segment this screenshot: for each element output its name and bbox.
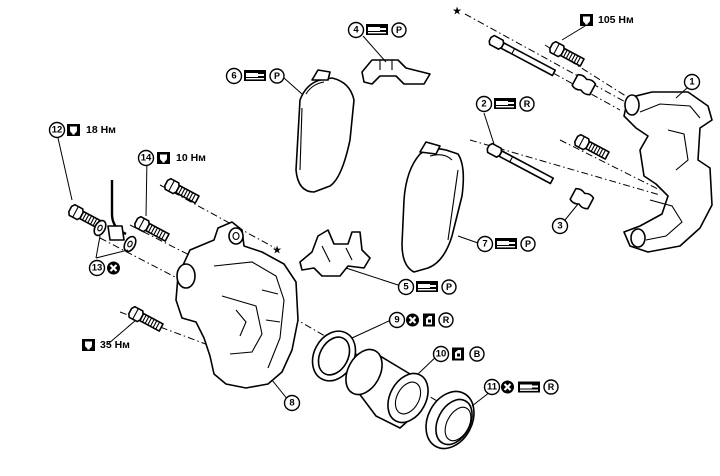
svg-text:105 Нм: 105 Нм bbox=[598, 14, 634, 26]
svg-text:11: 11 bbox=[487, 382, 498, 393]
callout-6: 6 P bbox=[225, 67, 285, 85]
svg-text:8: 8 bbox=[289, 398, 294, 409]
svg-text:18 Нм: 18 Нм bbox=[86, 124, 116, 136]
brake-hose bbox=[107, 180, 127, 241]
callout-1: 1 bbox=[683, 73, 701, 91]
callout-5: 5 P bbox=[397, 278, 457, 296]
bleeder-screw bbox=[132, 214, 171, 244]
brake-pad-outer bbox=[401, 141, 465, 273]
svg-text:R: R bbox=[524, 99, 531, 109]
svg-text:10: 10 bbox=[436, 349, 447, 360]
svg-text:7: 7 bbox=[482, 239, 487, 250]
svg-text:3: 3 bbox=[557, 221, 562, 232]
callout-12: 12 18 Нм bbox=[48, 121, 116, 139]
mounting-bolt-middle bbox=[572, 132, 611, 162]
brake-fluid-icon bbox=[452, 347, 464, 361]
svg-text:2: 2 bbox=[481, 99, 486, 110]
svg-text:P: P bbox=[274, 71, 280, 81]
callout-7: 7 P bbox=[476, 235, 536, 253]
caliper-support-bracket bbox=[623, 91, 713, 253]
star-marker: ★ bbox=[452, 5, 462, 18]
svg-text:1: 1 bbox=[689, 77, 695, 88]
svg-text:9: 9 bbox=[394, 315, 399, 326]
mounting-bolt-top bbox=[547, 39, 586, 69]
callout-4: 4 P bbox=[347, 21, 407, 39]
svg-text:10 Нм: 10 Нм bbox=[176, 152, 206, 164]
torque-wrench-icon bbox=[157, 152, 170, 164]
svg-text:4: 4 bbox=[353, 25, 359, 36]
caliper-bolt-upper bbox=[162, 176, 201, 206]
grease-icon bbox=[495, 238, 517, 249]
callout-13: 13 bbox=[88, 259, 122, 277]
svg-text:P: P bbox=[525, 239, 531, 249]
callout-8: 8 bbox=[283, 394, 301, 412]
piston-seal bbox=[311, 330, 357, 382]
svg-text:35 Нм: 35 Нм bbox=[100, 339, 130, 351]
torque-wrench-icon bbox=[580, 14, 593, 26]
grease-icon bbox=[244, 70, 266, 81]
callout-9: 9 R bbox=[388, 311, 454, 329]
svg-text:5: 5 bbox=[403, 282, 409, 293]
piston bbox=[345, 348, 429, 429]
callout-14: 14 10 Нм bbox=[137, 149, 206, 167]
brake-fluid-icon bbox=[423, 313, 435, 327]
svg-text:P: P bbox=[446, 282, 452, 292]
svg-text:6: 6 bbox=[231, 71, 236, 82]
pin-boot-upper bbox=[571, 73, 597, 96]
callout-11: 11 R bbox=[483, 378, 559, 396]
grease-icon bbox=[366, 24, 388, 35]
guide-pin-upper bbox=[488, 34, 557, 77]
pin-boot-lower bbox=[569, 187, 595, 210]
svg-text:13: 13 bbox=[92, 263, 103, 274]
svg-text:B: B bbox=[474, 349, 481, 359]
piston-boot bbox=[425, 390, 475, 450]
caliper-body bbox=[175, 221, 299, 389]
pad-retainer-upper bbox=[361, 59, 431, 85]
pad-retainer-lower bbox=[299, 229, 371, 277]
torque-label-35: 35 Нм bbox=[82, 339, 130, 351]
svg-text:14: 14 bbox=[141, 153, 152, 164]
svg-text:P: P bbox=[396, 25, 402, 35]
do-not-reuse-icon bbox=[404, 312, 421, 328]
callout-2: 2 R bbox=[475, 95, 535, 113]
caliper-bolt-lower bbox=[126, 304, 165, 334]
star-marker: ★ bbox=[272, 244, 282, 257]
svg-text:12: 12 bbox=[52, 125, 63, 136]
do-not-reuse-icon bbox=[105, 260, 122, 276]
torque-label-105: 105 Нм bbox=[561, 14, 634, 41]
grease-icon bbox=[416, 281, 438, 292]
grease-icon bbox=[494, 98, 516, 109]
do-not-reuse-icon bbox=[499, 379, 516, 395]
guide-pin-lower bbox=[486, 142, 555, 185]
copper-washers bbox=[93, 219, 137, 253]
svg-text:R: R bbox=[443, 315, 450, 325]
callout-3: 3 bbox=[551, 217, 569, 235]
grease-icon bbox=[518, 381, 540, 393]
brake-pad-inner bbox=[295, 69, 355, 193]
leader-lines bbox=[57, 35, 688, 407]
torque-wrench-icon bbox=[82, 339, 95, 351]
torque-wrench-icon bbox=[67, 124, 80, 136]
callout-10: 10 B bbox=[432, 345, 485, 363]
svg-text:R: R bbox=[548, 382, 555, 392]
